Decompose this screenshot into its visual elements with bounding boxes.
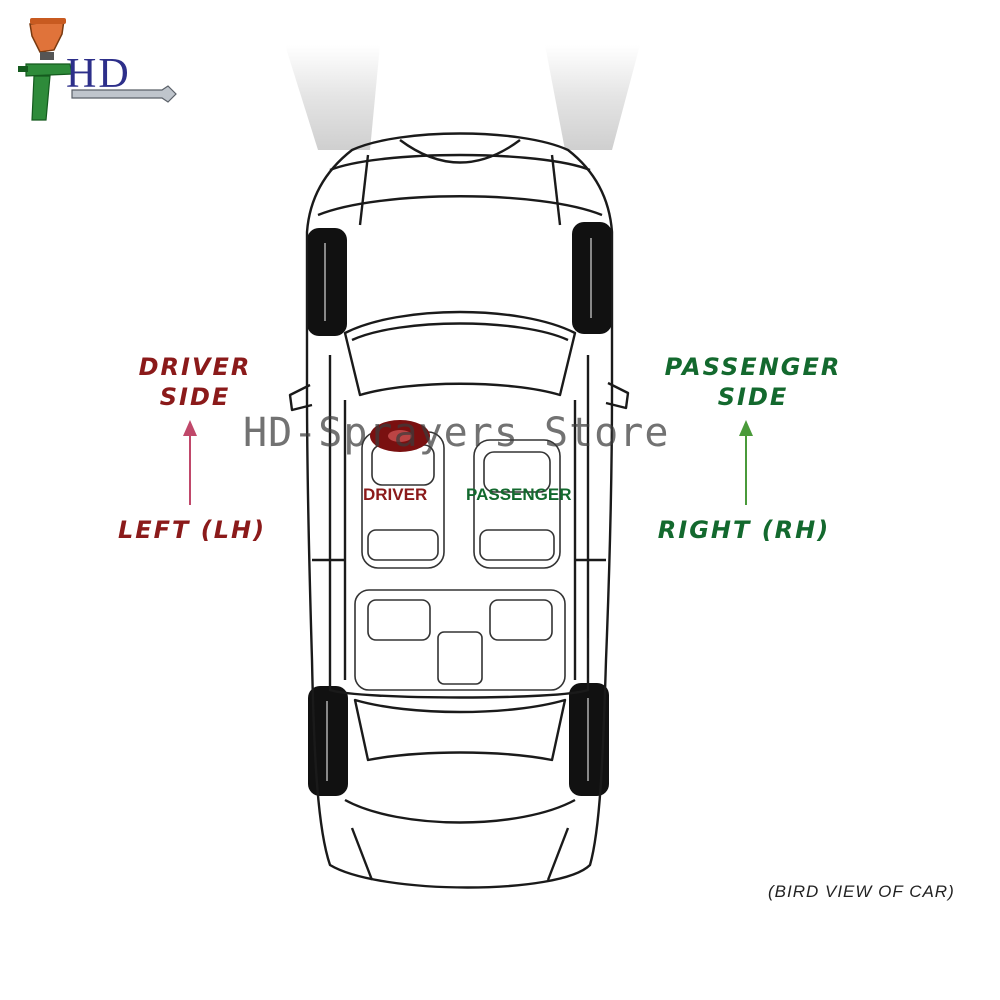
right-up-arrow-icon [739, 420, 753, 505]
right-rh-label: RIGHT (RH) [657, 516, 831, 544]
passenger-side-label: PASSENGER SIDE [640, 352, 866, 412]
spray-gun-icon [18, 18, 177, 121]
car-body [288, 132, 630, 889]
bird-view-caption: (BIRD VIEW OF CAR) [768, 882, 955, 901]
driver-side-line1: DRIVER [138, 353, 252, 381]
logo: HD [12, 10, 182, 130]
passenger-side-line1: PASSENGER [664, 353, 842, 381]
driver-side-label: DRIVER SIDE [100, 352, 290, 412]
left-lh-label: LEFT (LH) [117, 516, 267, 544]
passenger-side-line2: SIDE [717, 383, 789, 411]
passenger-seat-label: PASSENGER [466, 485, 572, 504]
watermark: HD-Sprayers Store [243, 410, 670, 456]
front-right-wheel [572, 222, 612, 334]
right-headlight-beam [545, 45, 640, 150]
left-up-arrow-icon [183, 420, 197, 505]
rear-right-wheel [569, 683, 609, 796]
rear-seats [354, 589, 566, 691]
logo-text: HD [66, 51, 131, 97]
driver-side-line2: SIDE [159, 383, 231, 411]
left-headlight-beam [285, 45, 380, 150]
driver-seat-label: DRIVER [363, 485, 428, 504]
front-left-wheel [307, 228, 347, 336]
rear-left-wheel [308, 686, 348, 796]
